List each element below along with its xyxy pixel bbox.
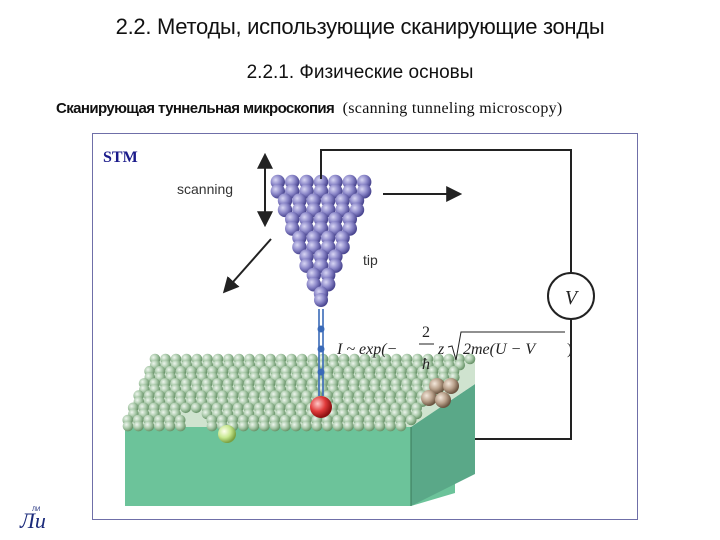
atom bbox=[207, 421, 218, 432]
atom bbox=[301, 421, 312, 432]
atom bbox=[312, 421, 323, 432]
stm-label: STM bbox=[103, 149, 138, 166]
tip-label: tip bbox=[363, 252, 378, 268]
formula-z: z bbox=[437, 341, 445, 358]
atom bbox=[123, 421, 134, 432]
atom bbox=[165, 421, 176, 432]
atom bbox=[280, 421, 291, 432]
section-heading-english: (scanning tunneling microscopy) bbox=[343, 100, 563, 117]
atom bbox=[270, 421, 281, 432]
depth-scanning-arrow bbox=[225, 239, 271, 291]
section-heading-russian: Сканирующая туннельная микроскопия bbox=[56, 100, 334, 117]
atom bbox=[385, 421, 396, 432]
adatom-green bbox=[218, 425, 236, 443]
atom bbox=[343, 421, 354, 432]
atom bbox=[333, 421, 344, 432]
institute-logo-sub: ЛИ bbox=[32, 507, 40, 513]
atom bbox=[375, 421, 386, 432]
atom bbox=[133, 421, 144, 432]
atom bbox=[364, 421, 375, 432]
atom bbox=[291, 421, 302, 432]
section-heading: Сканирующая туннельная микроскопия (scan… bbox=[56, 100, 696, 118]
adatom-red bbox=[310, 396, 332, 418]
atom bbox=[238, 421, 249, 432]
stm-diagram-panel: V STM scanning tip I ~ exp(− 2 ħ z 2me(U… bbox=[92, 133, 638, 520]
atom bbox=[259, 421, 270, 432]
tip-atom-cluster bbox=[271, 175, 372, 307]
page-title: 2.2. Методы, использующие сканирующие зо… bbox=[0, 14, 720, 40]
formula-close: ) bbox=[567, 341, 572, 358]
atom bbox=[406, 415, 417, 426]
voltage-source: V bbox=[548, 273, 594, 319]
atom bbox=[180, 403, 191, 414]
formula-fraction-numerator: 2 bbox=[422, 324, 430, 341]
atom bbox=[249, 421, 260, 432]
atom bbox=[154, 421, 165, 432]
atom bbox=[354, 421, 365, 432]
atom bbox=[322, 421, 333, 432]
page-subtitle: 2.2.1. Физические основы bbox=[0, 62, 720, 84]
formula-radicand: 2me(U − V bbox=[463, 341, 537, 358]
atom bbox=[144, 421, 155, 432]
atom bbox=[175, 421, 186, 432]
atom bbox=[396, 421, 407, 432]
formula-lhs: I ~ exp(− bbox=[336, 341, 397, 358]
atom bbox=[191, 403, 202, 414]
formula-fraction-denominator: ħ bbox=[422, 356, 430, 373]
stm-diagram: V STM scanning tip I ~ exp(− 2 ħ z 2me(U… bbox=[93, 134, 637, 519]
scanning-label: scanning bbox=[177, 181, 233, 197]
atom bbox=[314, 293, 328, 307]
